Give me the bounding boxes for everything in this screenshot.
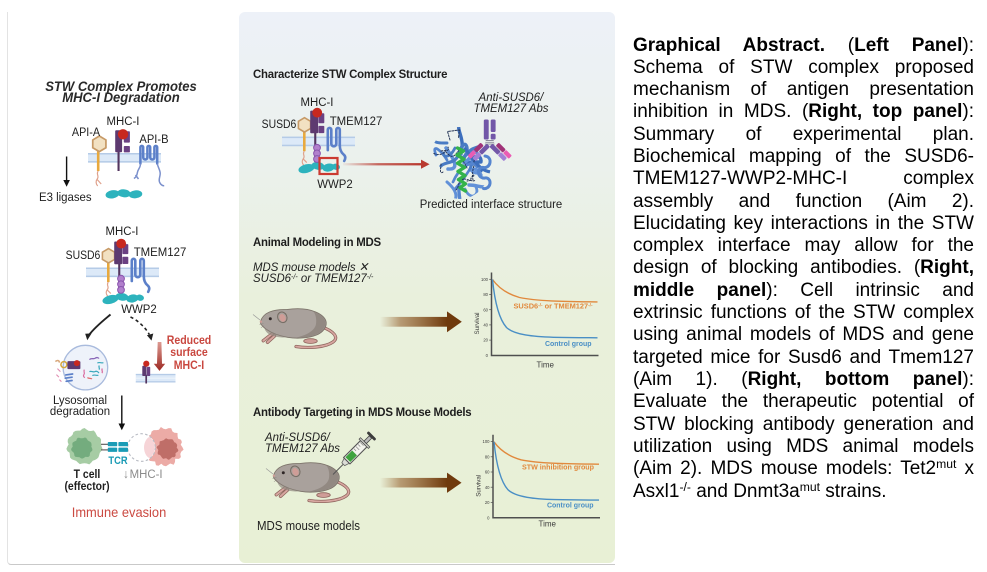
svg-text:Time: Time	[539, 520, 557, 529]
svg-text:SUSD6-/- or TMEM127-/-: SUSD6-/- or TMEM127-/-	[514, 302, 594, 311]
svg-text:Time: Time	[537, 361, 555, 370]
svg-text:Control group: Control group	[547, 501, 594, 510]
svg-text:Control group: Control group	[545, 339, 592, 348]
svg-text:STW inhibition group: STW inhibition group	[522, 463, 595, 472]
